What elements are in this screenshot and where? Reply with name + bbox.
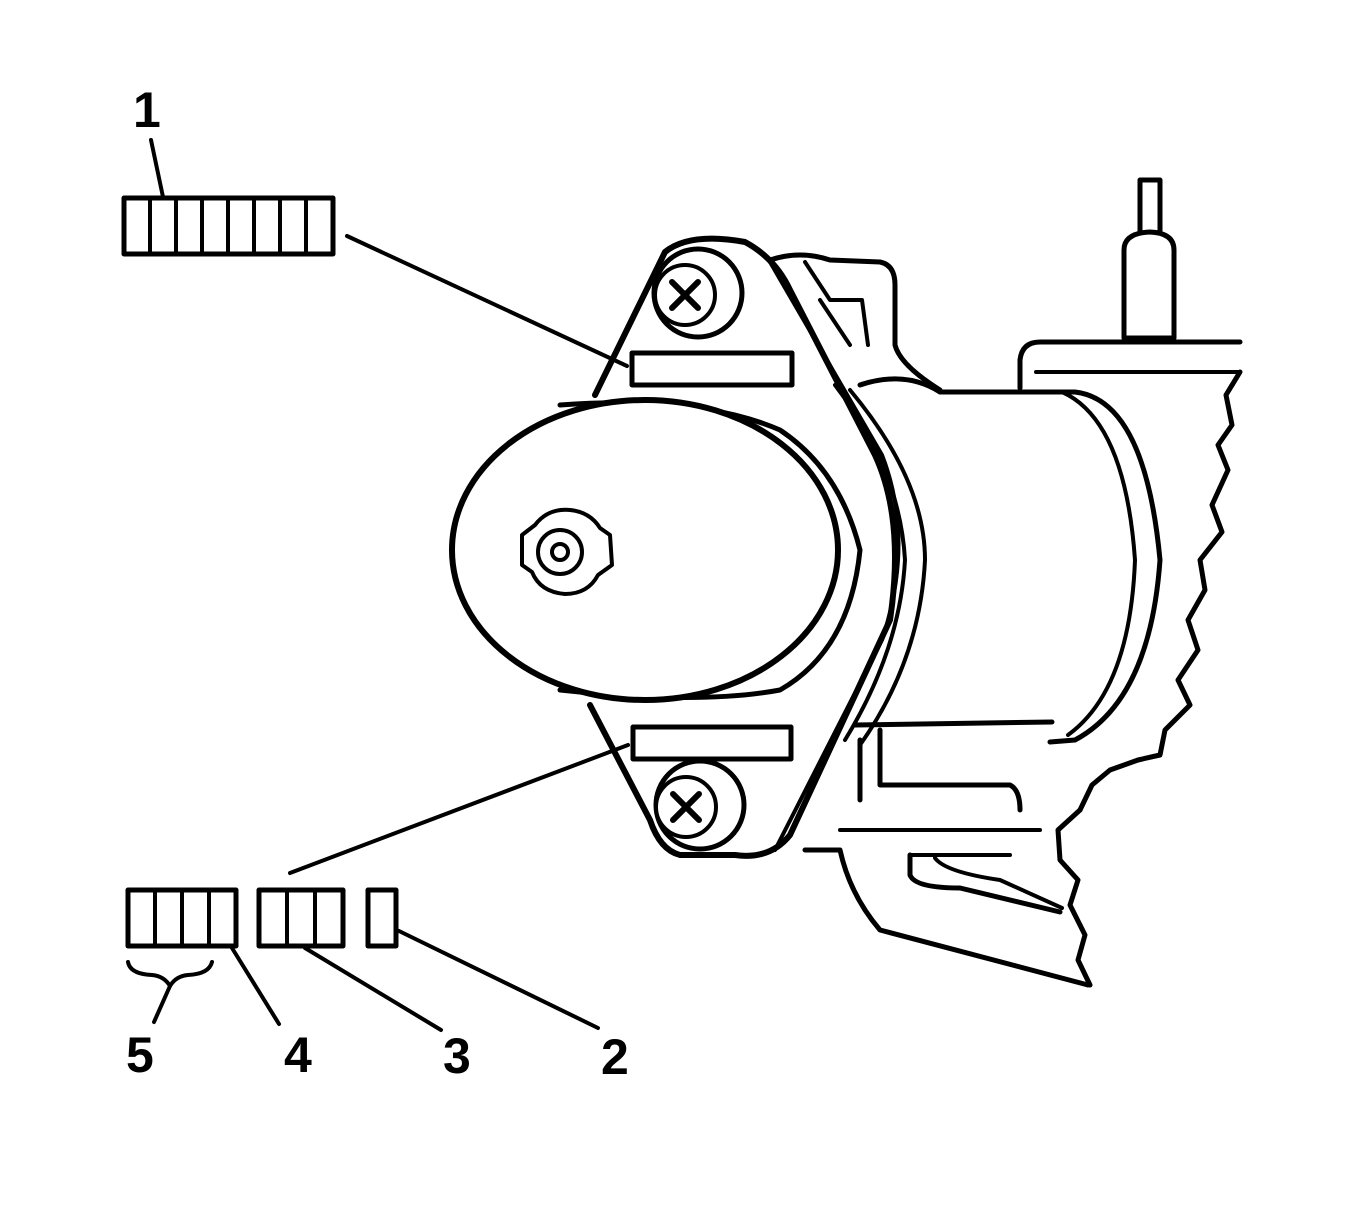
top-screw xyxy=(651,246,745,340)
leader-5 xyxy=(152,984,172,1024)
callout-labels: 1 2 3 4 5 xyxy=(126,82,629,1085)
leader-lines xyxy=(126,138,630,1032)
callout-2: 2 xyxy=(601,1029,629,1085)
code-block-lower-group-3 xyxy=(256,887,346,949)
leader-4 xyxy=(230,946,281,1026)
lower-label-plate xyxy=(630,724,794,762)
callout-1: 1 xyxy=(133,82,161,138)
leader-1 xyxy=(149,138,165,199)
upper-label-plate xyxy=(629,350,795,388)
leader-upper-plate xyxy=(345,234,629,368)
rear-housing xyxy=(1017,339,1243,988)
callout-4: 4 xyxy=(284,1027,312,1083)
lower-bracket xyxy=(802,727,1091,988)
bottom-screw xyxy=(653,758,747,852)
stem xyxy=(1121,177,1177,341)
code-block-lower-group-5 xyxy=(125,887,239,949)
code-block-lower-single-2 xyxy=(365,887,399,949)
front-cover xyxy=(449,397,863,703)
leader-2 xyxy=(397,929,600,1030)
code-block-upper xyxy=(121,195,336,257)
callout-5: 5 xyxy=(126,1027,154,1083)
actuator-illustration xyxy=(449,177,1243,988)
upper-bracket xyxy=(767,252,943,393)
main-body xyxy=(852,376,1163,745)
leader-5-brace xyxy=(126,960,214,988)
leader-3 xyxy=(303,946,443,1032)
leader-lower-plate xyxy=(288,743,630,875)
callout-3: 3 xyxy=(443,1028,471,1084)
drive-hub xyxy=(520,507,614,596)
